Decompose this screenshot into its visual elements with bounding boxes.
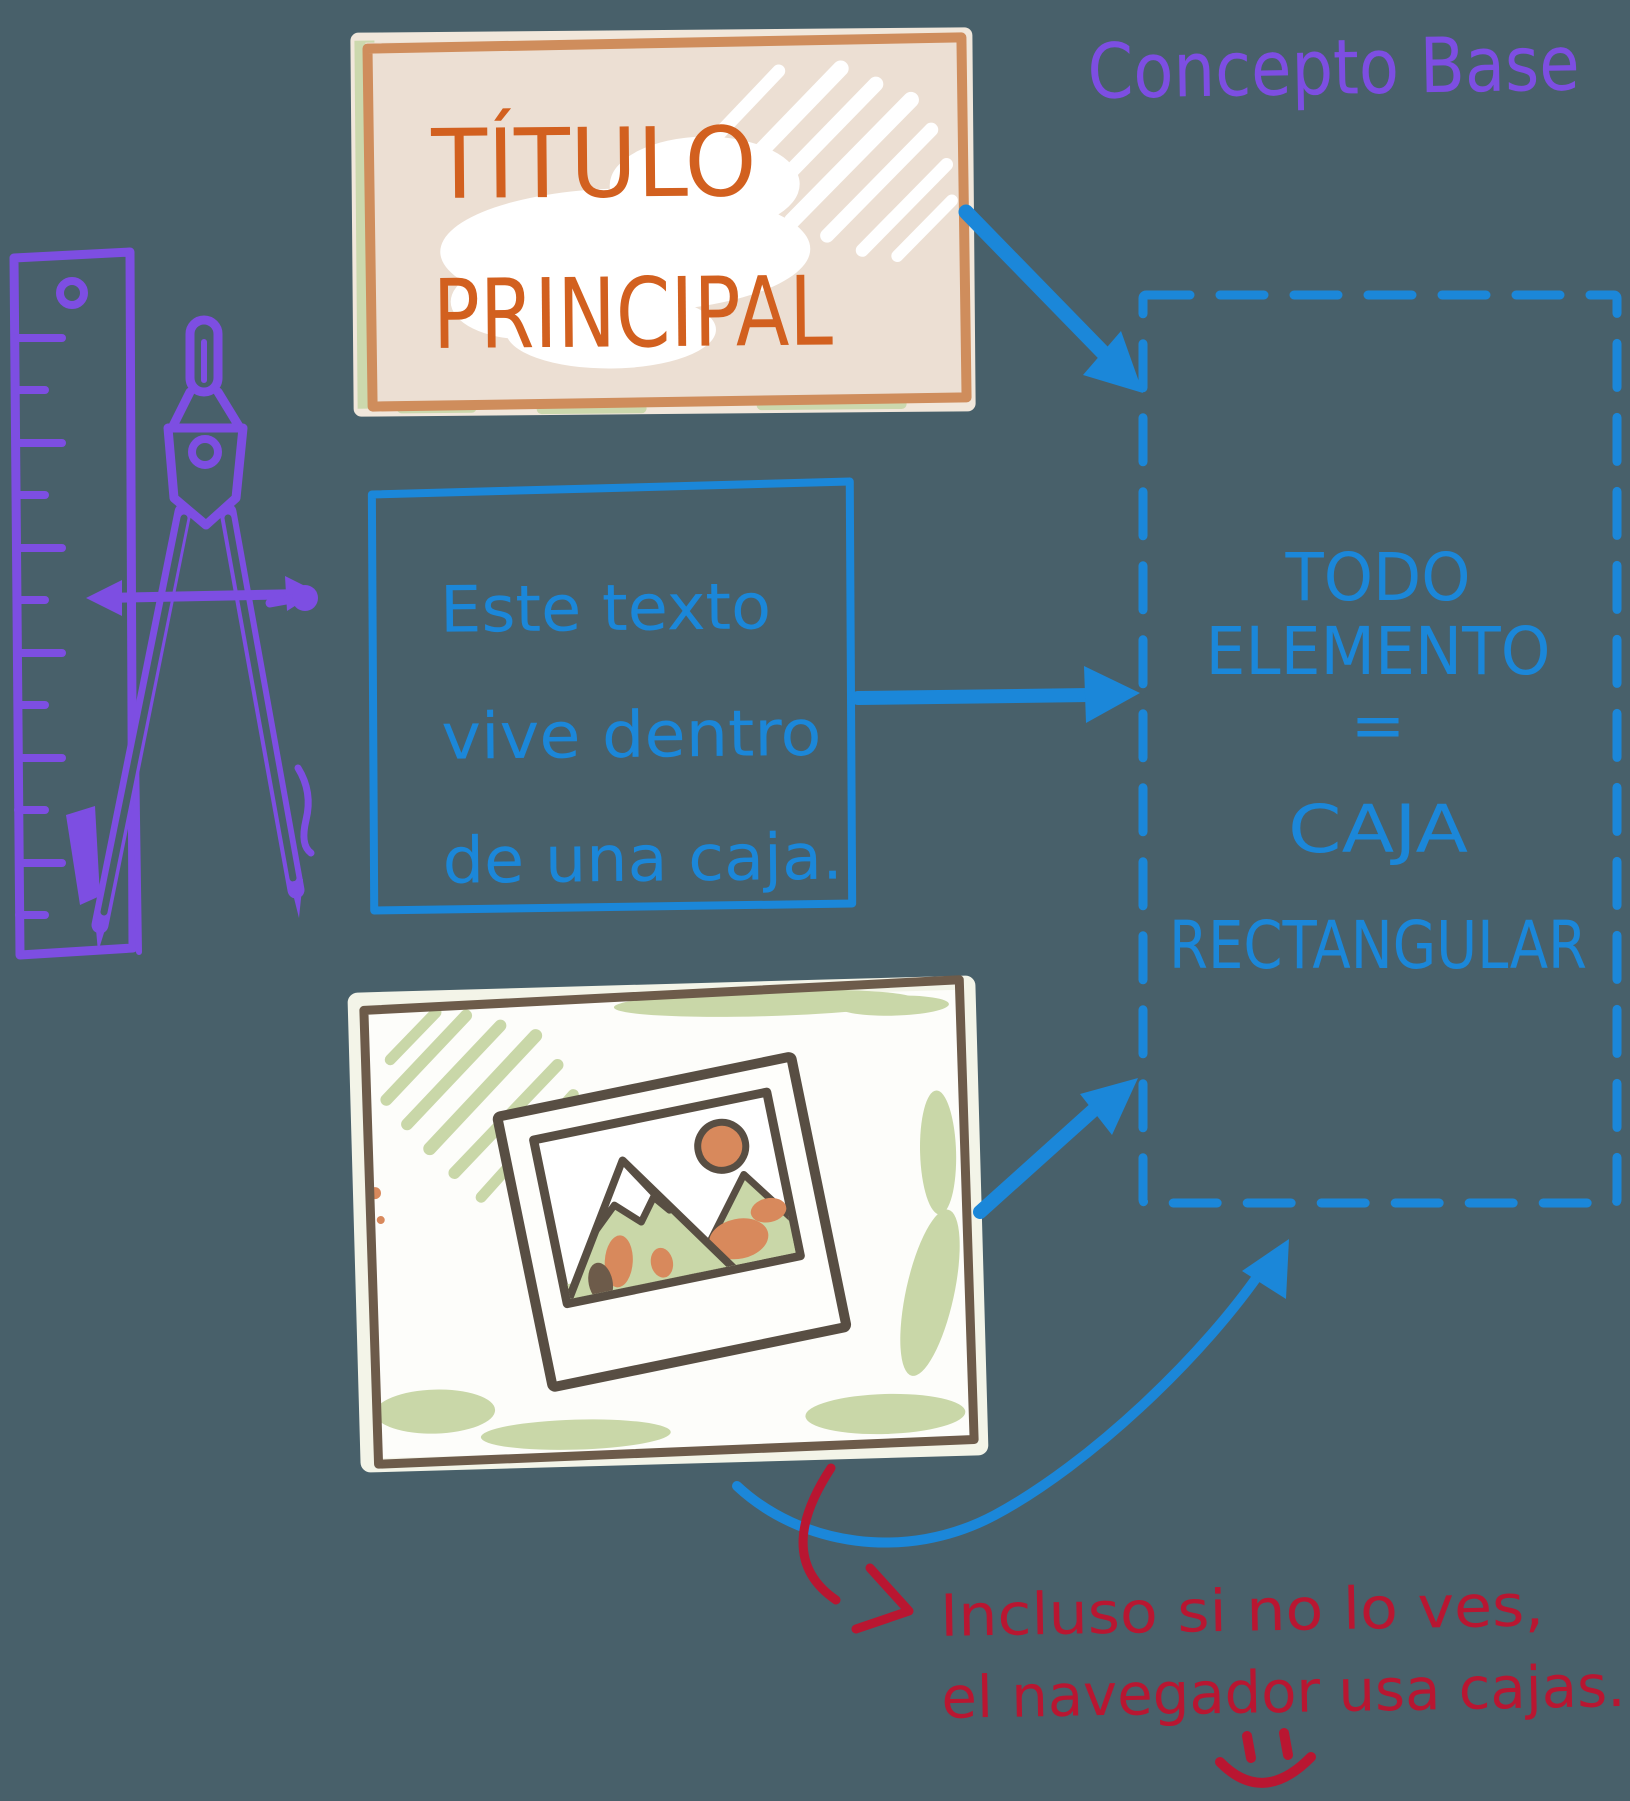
concepto-base-label: Concepto Base: [1087, 18, 1580, 116]
concept-line-2: ELEMENTO: [1206, 613, 1551, 690]
smiley-icon: [1215, 1728, 1316, 1788]
main-title-box: TÍTULO PRINCIPAL: [350, 27, 976, 417]
concept-line-5: RECTANGULAR: [1169, 907, 1587, 984]
text-box-border: [367, 477, 857, 915]
concept-line-4: CAJA: [1288, 791, 1468, 868]
arrow-title-to-box: [958, 204, 1143, 393]
ruler-icon: [9, 247, 138, 960]
arrow-swoosh: [732, 1239, 1289, 1548]
polaroid-icon: [492, 1052, 852, 1392]
concept-line-1: TODO: [1285, 539, 1471, 616]
text-line-3: de una caja.: [442, 821, 843, 899]
arrow-text-to-box: [851, 666, 1140, 723]
note-line-1: Incluso si no lo ves,: [939, 1571, 1544, 1650]
note-line-2: el navegador usa cajas.: [941, 1652, 1626, 1732]
hatch-scribble: [683, 60, 958, 262]
arrow-note: [798, 1463, 914, 1634]
text-line-1: Este texto: [440, 570, 772, 647]
compass-icon: [66, 315, 318, 955]
text-line-2: vive dentro: [441, 697, 822, 775]
concept-line-3: =: [1351, 687, 1406, 764]
image-box-border: [359, 975, 979, 1469]
concept-dashed-box: TODO ELEMENTO = CAJA RECTANGULAR: [1138, 290, 1622, 1208]
main-title-line-1: TÍTULO: [430, 105, 757, 221]
main-title-line-2: PRINCIPAL: [432, 256, 833, 371]
text-content-box: Este texto vive dentro de una caja.: [367, 477, 857, 915]
sun-icon: [694, 1118, 750, 1174]
image-placeholder-box: [347, 975, 989, 1473]
title-box-border: [362, 32, 972, 412]
arrow-image-to-box: [973, 1078, 1138, 1219]
